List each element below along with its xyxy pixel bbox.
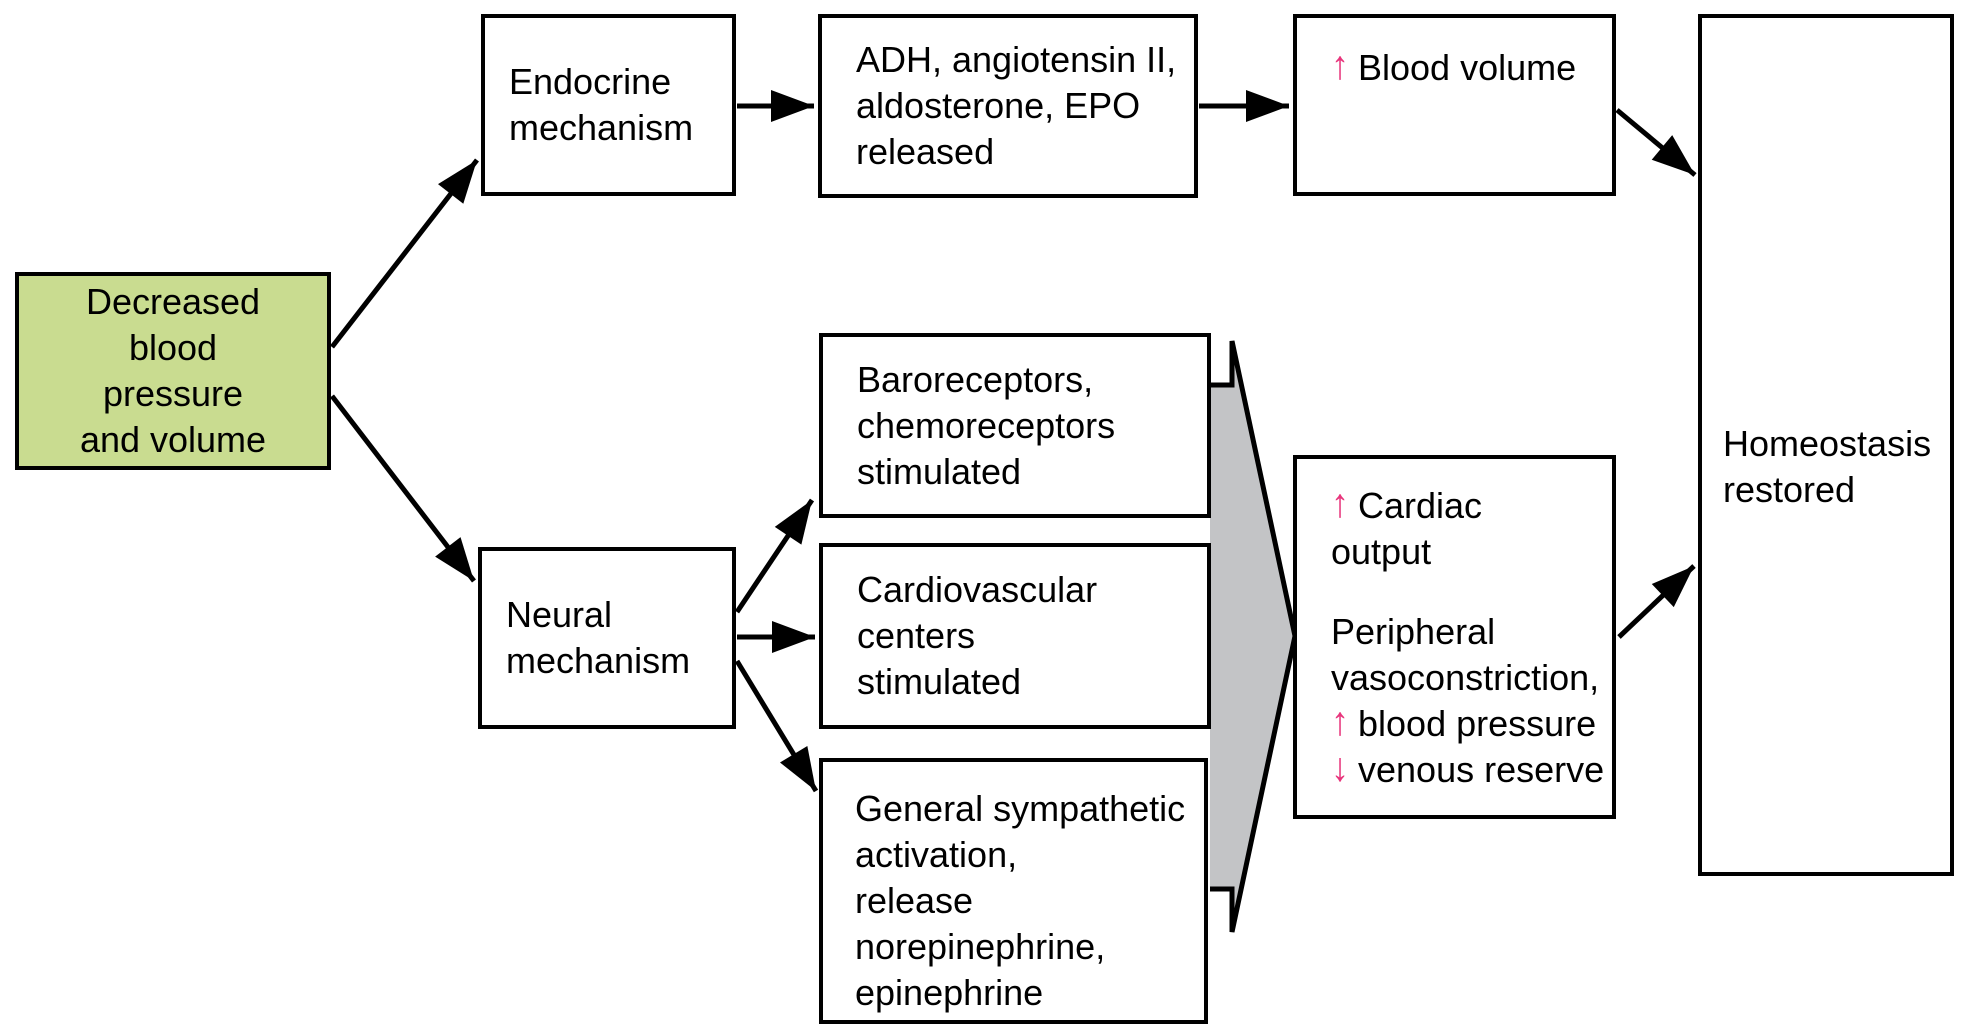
endocrine-line: mechanism (509, 107, 694, 148)
decrease-icon: ↓ (1331, 743, 1349, 790)
cardiac-output-paragraph: ↑Cardiac output (1331, 480, 1612, 575)
sympathetic-line: General sympathetic (855, 788, 1186, 829)
baroreceptors-line: Baroreceptors, (857, 358, 1094, 400)
start-box-decreased-bp: Decreased blood pressure and volume (15, 272, 331, 470)
start-line: Decreased (85, 281, 261, 322)
sympathetic-line: norepinephrine, (855, 926, 1106, 967)
increase-icon: ↑ (1331, 41, 1349, 88)
cardiac-text: Cardiac (1358, 485, 1483, 526)
adh-line: aldosterone, EPO (856, 85, 1141, 126)
arrow-bloodvolume-to-homeostasis (1615, 108, 1697, 177)
cardiac-text: venous reserve (1358, 749, 1605, 790)
sympathetic-activation-box: General sympathetic activation, release … (819, 758, 1208, 1024)
blood-volume-text: Blood volume (1358, 47, 1577, 88)
sympathetic-line: activation, (855, 834, 1018, 875)
neural-line: Neural (506, 594, 613, 635)
blood-volume-line: ↑Blood volume (1331, 42, 1612, 91)
endocrine-line: Endocrine (509, 61, 672, 102)
increase-icon: ↑ (1331, 479, 1349, 526)
cardiovascular-line: stimulated (857, 661, 1022, 702)
cardiac-line: output (1331, 531, 1432, 572)
peripheral-vasoconstriction-paragraph: Peripheral vasoconstriction, ↑blood pres… (1331, 609, 1612, 793)
adh-line: ADH, angiotensin II, (856, 39, 1177, 80)
homeostasis-restored-box: Homeostasis restored (1698, 14, 1954, 876)
arrow-start-to-endocrine (330, 158, 479, 349)
baroreceptors-box: Baroreceptors, chemoreceptors stimulated (819, 333, 1211, 518)
adh-line: released (856, 131, 995, 172)
cardiac-output-box: ↑Cardiac output Peripheral vasoconstrict… (1293, 455, 1616, 819)
homeostasis-line: restored (1723, 469, 1856, 510)
baroreceptors-line: chemoreceptors (857, 404, 1116, 446)
cardiovascular-centers-box: Cardiovascular centers stimulated (819, 543, 1211, 729)
cardiac-text: blood pressure (1358, 703, 1597, 744)
arrow-neural-to-sympathetic (734, 659, 819, 793)
cardiovascular-line: Cardiovascular (857, 569, 1098, 610)
endocrine-mechanism-box: Endocrine mechanism (481, 14, 736, 196)
neural-line: mechanism (506, 640, 691, 681)
start-line: blood (128, 327, 218, 368)
cardiac-line: ↓venous reserve (1331, 744, 1612, 793)
arrow-start-to-neural (330, 394, 476, 583)
cardiac-line: Peripheral (1331, 611, 1496, 652)
cardiac-line: ↑Cardiac (1331, 480, 1612, 529)
blood-volume-box: ↑Blood volume (1293, 14, 1616, 196)
cardiac-line: vasoconstriction, (1331, 657, 1600, 698)
sympathetic-line: epinephrine (855, 972, 1044, 1013)
homeostasis-line: Homeostasis (1723, 423, 1932, 464)
cardiac-line: ↑blood pressure (1331, 698, 1612, 747)
adh-release-box: ADH, angiotensin II, aldosterone, EPO re… (818, 14, 1198, 198)
arrow-neural-to-baroreceptors (734, 498, 815, 614)
start-line: pressure (102, 373, 244, 414)
baroreceptors-line: stimulated (857, 450, 1022, 492)
arrow-cardiac-to-homeostasis (1617, 564, 1696, 639)
sympathetic-line: release (855, 880, 974, 921)
block-arrow-gray (1210, 341, 1295, 932)
increase-icon: ↑ (1331, 697, 1349, 744)
neural-mechanism-box: Neural mechanism (478, 547, 736, 729)
start-line: and volume (79, 419, 267, 460)
cardiovascular-line: centers (857, 615, 976, 656)
